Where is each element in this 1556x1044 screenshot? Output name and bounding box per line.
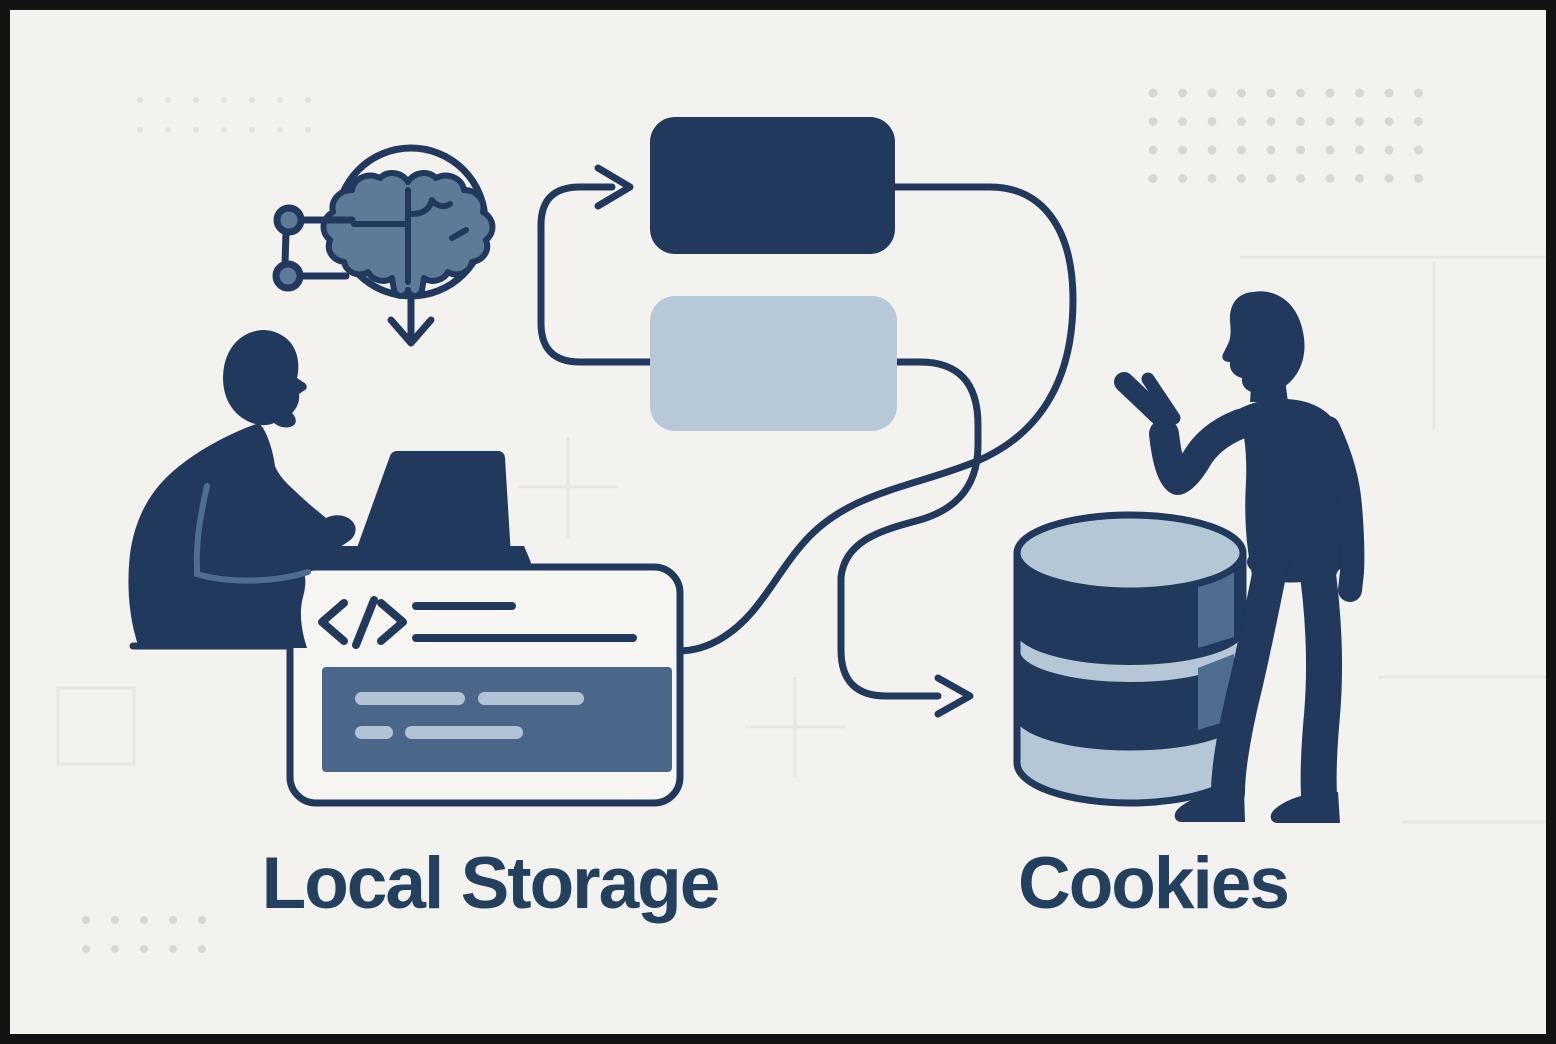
dot [1266, 174, 1276, 183]
brain-icon [320, 144, 496, 300]
flow-db-line [837, 358, 982, 700]
dot [1296, 145, 1305, 155]
dot [1266, 145, 1276, 155]
dot [249, 97, 255, 103]
standing-presenter-silhouette [1114, 291, 1365, 823]
dot [1355, 145, 1364, 155]
dot [221, 97, 227, 103]
flow-box-dark [650, 117, 895, 254]
label-cookies: Cookies [1018, 842, 1290, 924]
dot [165, 127, 171, 133]
dot [277, 97, 283, 103]
dot-grid-top-left [137, 97, 311, 133]
dot [1207, 145, 1217, 155]
dot [1384, 145, 1394, 155]
dot [165, 97, 171, 103]
dot [1325, 88, 1335, 98]
dot [1178, 174, 1187, 183]
flow-connectors [537, 164, 1077, 718]
dot [1266, 117, 1276, 126]
dot-grid-bottom-left [82, 916, 206, 953]
dot [1207, 174, 1217, 183]
dot [140, 916, 148, 924]
dot [1325, 117, 1335, 126]
dot [1178, 88, 1187, 98]
dot [1266, 88, 1276, 98]
flow-loop-line [537, 183, 656, 366]
dot [1355, 117, 1364, 126]
dot [305, 97, 311, 103]
code-header-lines [412, 602, 637, 642]
dot [193, 127, 199, 133]
dot [82, 916, 90, 924]
dot [1325, 174, 1335, 183]
code-panel [322, 667, 672, 772]
dot [1178, 145, 1187, 155]
dot [1414, 117, 1423, 126]
dot [1207, 88, 1217, 98]
dot [305, 127, 311, 133]
sitting-developer-silhouette [128, 330, 356, 648]
dot [1237, 145, 1246, 155]
dot [111, 916, 119, 924]
dot [140, 945, 148, 953]
dot [1296, 88, 1305, 98]
dot [1414, 88, 1423, 98]
background-gridlines [56, 255, 1546, 824]
code-panel-bars [355, 692, 584, 739]
dot [1148, 117, 1158, 126]
dot [198, 916, 206, 924]
flow-box-light [650, 296, 897, 431]
dot [1296, 117, 1305, 126]
dot [1296, 174, 1305, 183]
dot [1237, 88, 1246, 98]
dot [198, 945, 206, 953]
arm-highlight [193, 483, 311, 584]
down-arrow-icon [387, 296, 435, 347]
dot-grid-top-right [1148, 88, 1423, 183]
laptop-icon [290, 451, 531, 567]
dot [1355, 174, 1364, 183]
dot [1414, 174, 1423, 183]
dot [111, 945, 119, 953]
illustration-canvas: Local Storage Cookies [10, 10, 1546, 1034]
dot [169, 916, 177, 924]
dot [1148, 88, 1158, 98]
dot [249, 127, 255, 133]
dot [1237, 117, 1246, 126]
dot [1148, 145, 1158, 155]
dot [1207, 117, 1217, 126]
network-nodes-icon [272, 204, 356, 292]
code-tag-icon [318, 596, 407, 649]
dot [1237, 174, 1246, 183]
dot [1384, 174, 1394, 183]
browser-code-window [286, 563, 684, 807]
dot [1325, 145, 1335, 155]
arrow-right-icon [594, 164, 634, 210]
arrow-right-icon [934, 674, 974, 718]
dot [82, 945, 90, 953]
dot [137, 97, 143, 103]
dot [1384, 117, 1394, 126]
dot [137, 127, 143, 133]
dot [193, 97, 199, 103]
dot [1414, 145, 1423, 155]
database-cylinder-icon [1013, 511, 1247, 807]
flow-arc-line [674, 183, 1077, 655]
dot [1384, 88, 1394, 98]
dot [221, 127, 227, 133]
dot [169, 945, 177, 953]
dot [277, 127, 283, 133]
illustration-art [56, 88, 1546, 953]
dot [1178, 117, 1187, 126]
label-local-storage: Local Storage [261, 842, 721, 924]
dot [1148, 174, 1158, 183]
dot [1355, 88, 1364, 98]
